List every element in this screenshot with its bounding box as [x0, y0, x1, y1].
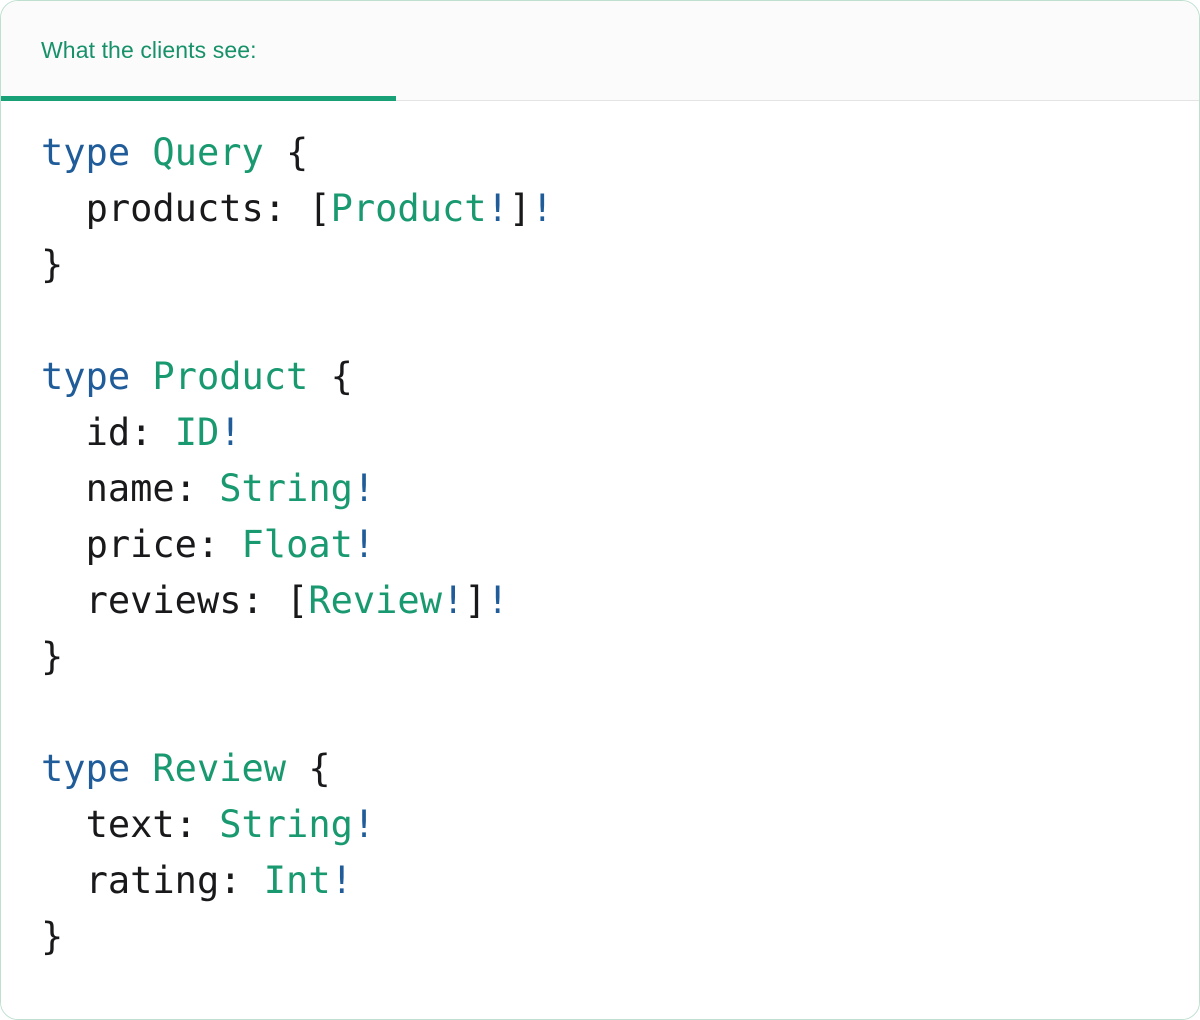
- code-token: !: [219, 411, 242, 454]
- code-line: type Product {: [41, 349, 1199, 405]
- code-token: [41, 523, 86, 566]
- tab-bar: What the clients see:: [1, 1, 1199, 101]
- code-token: Query: [152, 131, 264, 174]
- code-token: !: [486, 579, 509, 622]
- code-token: !: [486, 187, 509, 230]
- code-token: }: [41, 243, 64, 286]
- code-token: reviews: [85, 579, 242, 622]
- code-token: [130, 131, 152, 174]
- code-line: reviews: [Review!]!: [41, 573, 1199, 629]
- code-token: Review: [308, 579, 442, 622]
- code-token: String: [219, 467, 353, 510]
- code-token: :: [130, 411, 175, 454]
- code-token: id: [85, 411, 131, 454]
- code-token: ]: [464, 579, 487, 622]
- code-token: type: [41, 355, 131, 398]
- code-token: !: [352, 803, 376, 846]
- code-token: [41, 467, 86, 510]
- code-token: ID: [174, 411, 220, 454]
- code-token: :: [174, 467, 220, 510]
- code-line: }: [41, 629, 1199, 685]
- tab-what-the-clients-see[interactable]: What the clients see:: [1, 1, 396, 101]
- code-token: String: [219, 803, 353, 846]
- code-token: {: [286, 747, 331, 790]
- code-token: [130, 747, 152, 790]
- code-line: text: String!: [41, 797, 1199, 853]
- code-token: : [: [241, 579, 309, 622]
- code-token: !: [352, 467, 376, 510]
- code-line: type Review {: [41, 741, 1199, 797]
- code-token: [41, 411, 86, 454]
- code-token: :: [219, 859, 264, 902]
- code-token: type: [41, 747, 131, 790]
- code-token: !: [352, 523, 376, 566]
- code-token: }: [41, 635, 64, 678]
- code-token: price: [85, 523, 197, 566]
- code-token: Int: [263, 859, 331, 902]
- code-token: [130, 355, 152, 398]
- graphql-schema-code: type Query { products: [Product!]!}type …: [1, 125, 1199, 965]
- code-line: rating: Int!: [41, 853, 1199, 909]
- tab-active-underline: [1, 96, 396, 101]
- code-token: rating: [85, 859, 220, 902]
- code-token: !: [441, 579, 465, 622]
- code-token: Product: [152, 355, 309, 398]
- code-line: price: Float!: [41, 517, 1199, 573]
- code-token: [41, 579, 86, 622]
- code-line: name: String!: [41, 461, 1199, 517]
- code-token: {: [308, 355, 353, 398]
- code-line: id: ID!: [41, 405, 1199, 461]
- code-line: }: [41, 909, 1199, 965]
- code-token: }: [41, 915, 64, 958]
- code-token: Float: [241, 523, 353, 566]
- code-token: type: [41, 131, 131, 174]
- code-line: products: [Product!]!: [41, 181, 1199, 237]
- code-token: [41, 803, 86, 846]
- code-token: text: [85, 803, 175, 846]
- code-token: Product: [330, 187, 487, 230]
- code-area: type Query { products: [Product!]!}type …: [1, 101, 1199, 1019]
- code-token: products: [85, 187, 264, 230]
- code-token: :: [196, 523, 242, 566]
- code-token: : [: [263, 187, 331, 230]
- tab-label: What the clients see:: [41, 37, 257, 63]
- code-token: [41, 859, 86, 902]
- code-line: type Query {: [41, 125, 1199, 181]
- code-token: !: [330, 859, 353, 902]
- code-line: }: [41, 237, 1199, 293]
- code-token: :: [174, 803, 220, 846]
- code-token: !: [531, 187, 554, 230]
- code-token: {: [263, 131, 309, 174]
- code-token: Review: [152, 747, 287, 790]
- code-token: ]: [508, 187, 532, 230]
- code-line: [41, 685, 1199, 741]
- code-token: [41, 187, 86, 230]
- code-token: name: [85, 467, 175, 510]
- code-line: [41, 293, 1199, 349]
